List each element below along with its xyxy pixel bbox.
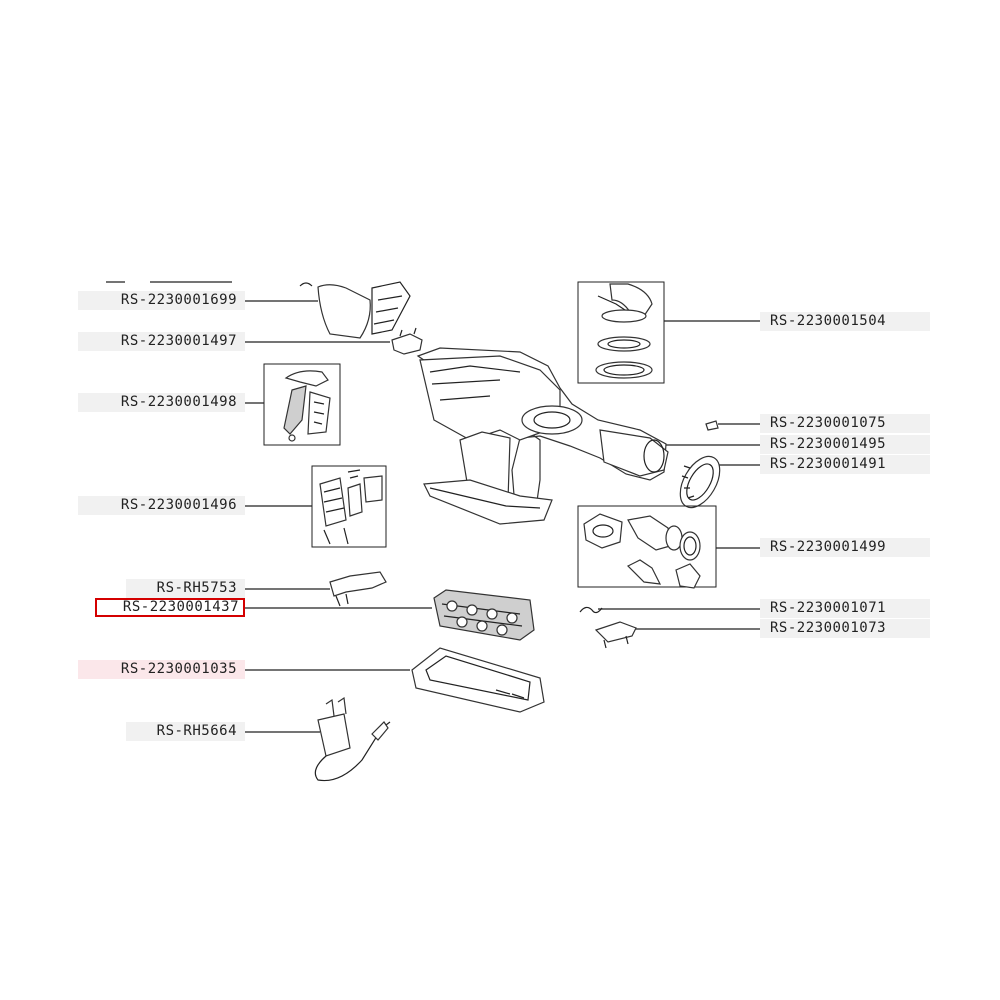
part-label-5664[interactable]: RS-RH5664 xyxy=(126,722,245,741)
part-label-1035[interactable]: RS-2230001035 xyxy=(78,660,245,679)
part-1075-illustration xyxy=(705,420,719,431)
part-1035-illustration xyxy=(411,647,545,713)
part-1699-illustration xyxy=(299,281,411,339)
part-5753-illustration xyxy=(329,571,387,607)
part-1073-illustration xyxy=(594,621,637,649)
part-label-1504[interactable]: RS-2230001504 xyxy=(760,312,930,331)
part-1499-frame xyxy=(577,505,717,588)
part-label-1071[interactable]: RS-2230001071 xyxy=(760,599,930,618)
part-label-1491[interactable]: RS-2230001491 xyxy=(760,455,930,474)
part-1437-illustration xyxy=(433,589,535,641)
part-label-1073[interactable]: RS-2230001073 xyxy=(760,619,930,638)
part-5664-illustration xyxy=(314,696,391,782)
part-label-1075[interactable]: RS-2230001075 xyxy=(760,414,930,433)
part-label-1499[interactable]: RS-2230001499 xyxy=(760,538,930,557)
part-1499-illustration xyxy=(583,513,701,589)
part-1497-illustration xyxy=(391,327,423,355)
part-label-1437-selected[interactable]: RS-2230001437 xyxy=(95,598,245,617)
part-label-1699[interactable]: RS-2230001699 xyxy=(78,291,245,310)
part-1496-frame xyxy=(311,465,387,548)
part-label-1496[interactable]: RS-2230001496 xyxy=(78,496,245,515)
part-label-1497[interactable]: RS-2230001497 xyxy=(78,332,245,351)
part-1491-illustration xyxy=(679,455,721,509)
part-label-1498[interactable]: RS-2230001498 xyxy=(78,393,245,412)
part-1504-frame xyxy=(577,281,665,384)
main-body-illustration xyxy=(416,347,669,525)
part-1504-illustration xyxy=(595,283,653,379)
part-1498-illustration xyxy=(283,370,331,442)
part-1498-frame xyxy=(263,363,341,446)
part-1496-illustration xyxy=(319,469,383,545)
part-label-1495[interactable]: RS-2230001495 xyxy=(760,435,930,454)
part-1071-illustration xyxy=(579,606,603,614)
part-label-5753[interactable]: RS-RH5753 xyxy=(126,579,245,598)
